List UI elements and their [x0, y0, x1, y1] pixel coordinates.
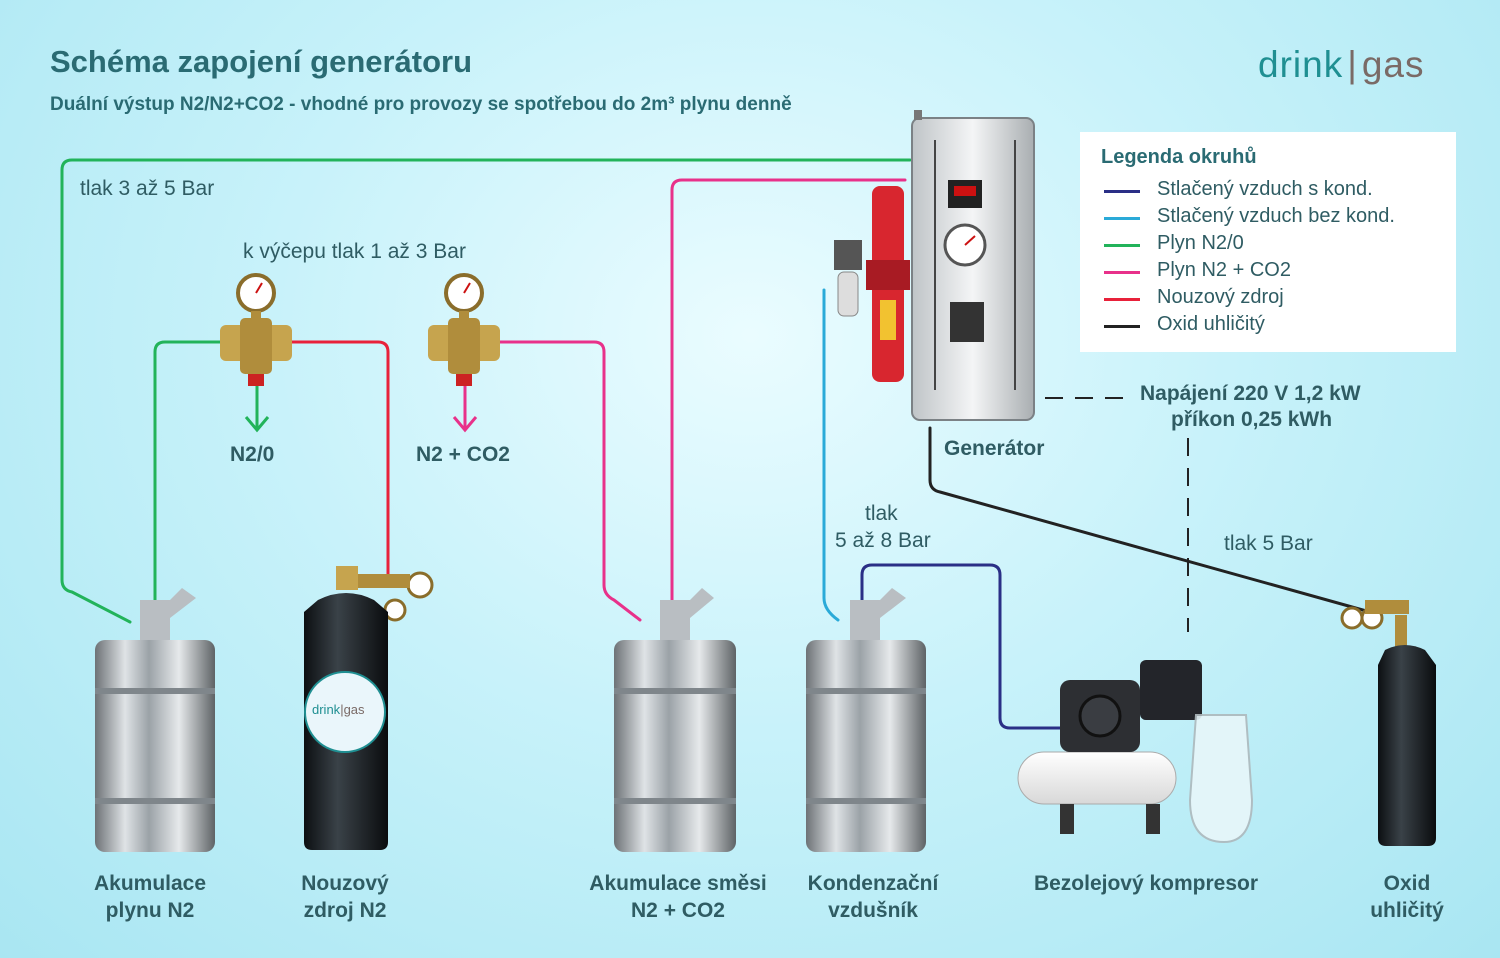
logo-separator: |	[1347, 44, 1358, 85]
caption-line: uhličitý	[1370, 899, 1444, 922]
pipe-air-dry	[822, 288, 840, 622]
cylinder-logo-sep: |	[340, 702, 344, 717]
regulator-mix	[428, 273, 500, 386]
arrow-n2-out	[244, 385, 270, 433]
legend-label: Stlačený vzduch bez kond.	[1157, 205, 1395, 227]
label-out-n2: N2/0	[230, 443, 275, 466]
legend-label: Stlačený vzduch s kond.	[1157, 178, 1373, 200]
air-tank-keg	[806, 588, 926, 852]
label-power-line1: Napájení 220 V 1,2 kW	[1140, 382, 1361, 405]
caption-line: Oxid	[1383, 872, 1431, 895]
legend-swatch	[1104, 190, 1140, 193]
page-subtitle: Duální výstup N2/N2+CO2 - vhodné pro pro…	[50, 94, 792, 115]
co2-cylinder	[1340, 600, 1436, 846]
pipe-air-wet	[860, 563, 1062, 730]
caption-line: zdroj N2	[303, 899, 387, 922]
legend-swatch	[1104, 271, 1140, 274]
label-co2-pressure: tlak 5 Bar	[1224, 532, 1313, 555]
pipe-backup	[283, 340, 390, 577]
label-tank-pressure-1: tlak	[865, 502, 898, 525]
legend-swatch	[1104, 217, 1140, 220]
arrow-mix-out	[452, 385, 478, 433]
caption-line: Akumulace směsi	[589, 872, 767, 895]
caption-line: vzdušník	[828, 899, 918, 922]
caption-line: plynu N2	[105, 899, 195, 922]
caption-line: Kondenzační	[807, 872, 939, 895]
keg-n2	[95, 588, 215, 852]
pipe-mix-tap	[493, 340, 642, 622]
pipe-n2-main	[60, 158, 912, 624]
caption-co2: Oxid uhličitý	[1347, 870, 1467, 924]
page-title: Schéma zapojení generátoru	[50, 44, 473, 79]
pipe-mix-main	[670, 178, 907, 602]
label-generator: Generátor	[944, 437, 1045, 460]
legend-swatch	[1104, 298, 1140, 301]
legend-swatch	[1104, 325, 1140, 328]
caption-line: Akumulace	[93, 872, 207, 895]
pipe-co2	[928, 426, 1372, 614]
caption-backup: Nouzový zdroj N2	[275, 870, 415, 924]
cylinder-logo-drink: drink	[312, 702, 341, 717]
caption-compressor: Bezolejový kompresor	[1026, 870, 1266, 897]
legend-box: Legenda okruhů Stlačený vzduch s kond. S…	[1080, 132, 1456, 352]
brand-logo: drink|gas	[1258, 44, 1424, 86]
backup-cylinder	[304, 566, 434, 850]
label-out-mix: N2 + CO2	[416, 443, 510, 466]
logo-drink: drink	[1258, 44, 1344, 85]
legend-title: Legenda okruhů	[1101, 146, 1257, 168]
pipe-n2-tap	[153, 340, 227, 602]
label-power-line2: příkon 0,25 kWh	[1171, 408, 1333, 431]
caption-line: N2 + CO2	[631, 899, 725, 922]
cylinder-logo-gas: gas	[343, 702, 365, 717]
legend-swatch	[1104, 244, 1140, 247]
legend-label: Plyn N2 + CO2	[1157, 259, 1291, 281]
label-pressure-n2: tlak 3 až 5 Bar	[80, 177, 215, 200]
regulator-n2	[220, 273, 292, 386]
caption-air-tank: Kondenzační vzdušník	[793, 870, 953, 924]
label-tank-pressure-2: 5 až 8 Bar	[835, 529, 931, 552]
legend-label: Nouzový zdroj	[1157, 286, 1284, 308]
caption-keg-n2: Akumulace plynu N2	[70, 870, 230, 924]
caption-keg-mix: Akumulace směsi N2 + CO2	[578, 870, 778, 924]
caption-line: Bezolejový kompresor	[1033, 872, 1259, 895]
legend-label: Oxid uhličitý	[1157, 313, 1265, 335]
label-tap-pressure: k výčepu tlak 1 až 3 Bar	[243, 240, 466, 263]
compressor-unit	[1017, 660, 1254, 844]
keg-mix	[614, 588, 736, 852]
cylinder-logo: drink|gas	[312, 702, 365, 717]
logo-gas: gas	[1361, 44, 1425, 85]
caption-line: Nouzový	[301, 872, 389, 895]
generator-unit	[834, 110, 1035, 421]
legend-label: Plyn N2/0	[1157, 232, 1244, 254]
